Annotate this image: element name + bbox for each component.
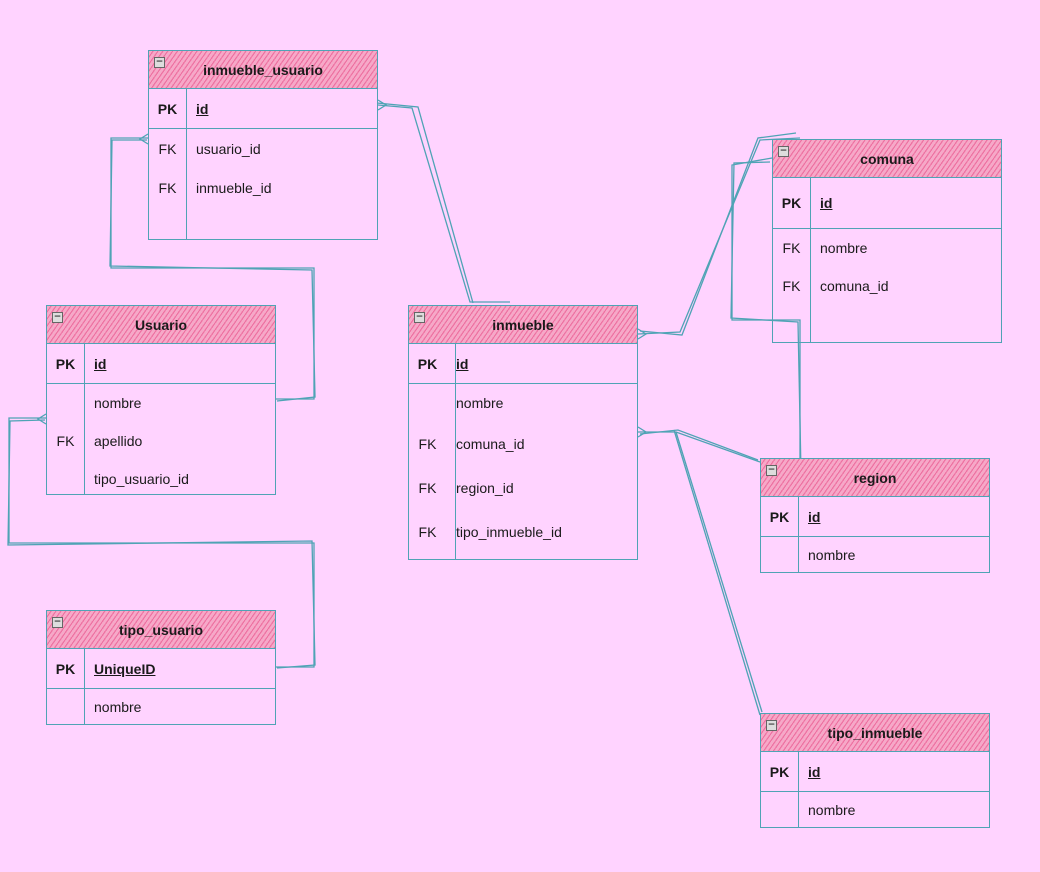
key-label: PK xyxy=(55,355,76,372)
key-label: FK xyxy=(782,278,801,294)
field-name: tipo_inmueble_id xyxy=(456,524,562,540)
rel-inmueble-to-region xyxy=(638,431,761,463)
field-row[interactable]: FK inmueble_id xyxy=(149,168,377,207)
column-divider xyxy=(810,177,811,342)
key-label: FK xyxy=(418,524,437,540)
entity-header[interactable]: − tipo_usuario xyxy=(47,611,275,649)
entity-header[interactable]: − region xyxy=(761,459,989,497)
field-name: nombre xyxy=(94,699,142,715)
field-name: nombre xyxy=(456,395,504,411)
key-label: FK xyxy=(56,433,75,449)
key-label: FK xyxy=(158,140,177,157)
field-row[interactable]: FK comuna_id xyxy=(409,422,637,466)
collapse-icon[interactable]: − xyxy=(414,312,425,323)
column-divider xyxy=(798,751,799,827)
entity-tipo-inmueble[interactable]: − tipo_inmueble PK id nombre xyxy=(760,713,990,828)
entity-header[interactable]: − inmueble xyxy=(409,306,637,344)
key-label: PK xyxy=(781,195,802,211)
field-name: id xyxy=(820,195,833,211)
collapse-icon[interactable]: − xyxy=(766,720,777,731)
collapse-icon[interactable]: − xyxy=(766,465,777,476)
field-row[interactable]: FK usuario_id xyxy=(149,129,377,168)
pk-row[interactable]: PK id xyxy=(761,497,989,537)
entity-usuario[interactable]: − Usuario PK id nombre FK apellido tipo_… xyxy=(46,305,276,495)
entity-region[interactable]: − region PK id nombre xyxy=(760,458,990,573)
column-divider xyxy=(455,343,456,559)
column-divider xyxy=(84,343,85,494)
field-name: comuna_id xyxy=(456,436,525,452)
key-label: FK xyxy=(418,436,437,452)
field-row[interactable]: nombre xyxy=(409,384,637,422)
key-label: PK xyxy=(769,763,790,780)
field-row[interactable]: FK tipo_inmueble_id xyxy=(409,510,637,554)
field-row[interactable]: nombre xyxy=(47,384,275,422)
field-name: nombre xyxy=(94,395,142,411)
entity-title: Usuario xyxy=(134,316,188,333)
key-label: PK xyxy=(55,660,76,677)
field-name: id xyxy=(808,508,821,525)
field-name: id xyxy=(456,355,469,372)
field-name: tipo_usuario_id xyxy=(94,471,189,487)
key-label: PK xyxy=(157,100,178,117)
entity-header[interactable]: − Usuario xyxy=(47,306,275,344)
field-name: id xyxy=(808,763,821,780)
collapse-icon[interactable]: − xyxy=(154,57,165,68)
collapse-icon[interactable]: − xyxy=(778,146,789,157)
field-name: usuario_id xyxy=(196,140,261,157)
field-name: UniqueID xyxy=(94,660,156,677)
collapse-icon[interactable]: − xyxy=(52,312,63,323)
key-label: PK xyxy=(769,508,790,525)
entity-title: comuna xyxy=(860,150,914,167)
field-name: apellido xyxy=(94,433,143,449)
field-row[interactable]: FK apellido xyxy=(47,422,275,460)
field-name: nombre xyxy=(820,240,868,256)
entity-header[interactable]: − inmueble_usuario xyxy=(149,51,377,89)
key-label: PK xyxy=(417,355,438,372)
field-row[interactable]: nombre xyxy=(761,792,989,828)
column-divider xyxy=(84,648,85,724)
field-name: id xyxy=(94,355,107,372)
field-name: id xyxy=(196,100,209,117)
entity-title: region xyxy=(853,469,897,486)
entity-title: tipo_usuario xyxy=(118,621,203,638)
pk-row[interactable]: PK id xyxy=(409,344,637,384)
field-row[interactable]: FK nombre xyxy=(773,229,1001,267)
column-divider xyxy=(798,496,799,572)
pk-row[interactable]: PK id xyxy=(773,178,1001,229)
key-label: FK xyxy=(158,179,177,196)
field-row[interactable]: FK region_id xyxy=(409,466,637,510)
pk-row[interactable]: PK UniqueID xyxy=(47,649,275,689)
entity-comuna[interactable]: − comuna PK id FK nombre FK comuna_id xyxy=(772,139,1002,343)
field-name: nombre xyxy=(808,547,856,563)
column-divider xyxy=(186,88,187,239)
key-label: FK xyxy=(418,480,437,496)
pk-row[interactable]: PK id xyxy=(761,752,989,792)
key-label: FK xyxy=(782,240,801,256)
field-row[interactable]: tipo_usuario_id xyxy=(47,460,275,498)
field-row[interactable]: FK comuna_id xyxy=(773,267,1001,305)
entity-tipo-usuario[interactable]: − tipo_usuario PK UniqueID nombre xyxy=(46,610,276,725)
entity-title: tipo_inmueble xyxy=(827,724,923,741)
entity-header[interactable]: − comuna xyxy=(773,140,1001,178)
entity-title: inmueble xyxy=(492,316,554,333)
field-name: inmueble_id xyxy=(196,179,272,196)
pk-row[interactable]: PK id xyxy=(149,89,377,129)
entity-title: inmueble_usuario xyxy=(203,61,323,78)
entity-inmueble-usuario[interactable]: − inmueble_usuario PK id FK usuario_id F… xyxy=(148,50,378,240)
rel-inmueble-usuario-to-inmueble xyxy=(377,104,510,303)
field-name: nombre xyxy=(808,802,856,818)
rel-inmueble-to-tipo-inmueble xyxy=(675,431,763,713)
entity-header[interactable]: − tipo_inmueble xyxy=(761,714,989,752)
field-name: comuna_id xyxy=(820,278,889,294)
field-name: region_id xyxy=(456,480,514,496)
collapse-icon[interactable]: − xyxy=(52,617,63,628)
field-row[interactable]: nombre xyxy=(761,537,989,573)
field-row[interactable]: nombre xyxy=(47,689,275,725)
entity-inmueble[interactable]: − inmueble PK id nombre FK comuna_id FK … xyxy=(408,305,638,560)
pk-row[interactable]: PK id xyxy=(47,344,275,384)
